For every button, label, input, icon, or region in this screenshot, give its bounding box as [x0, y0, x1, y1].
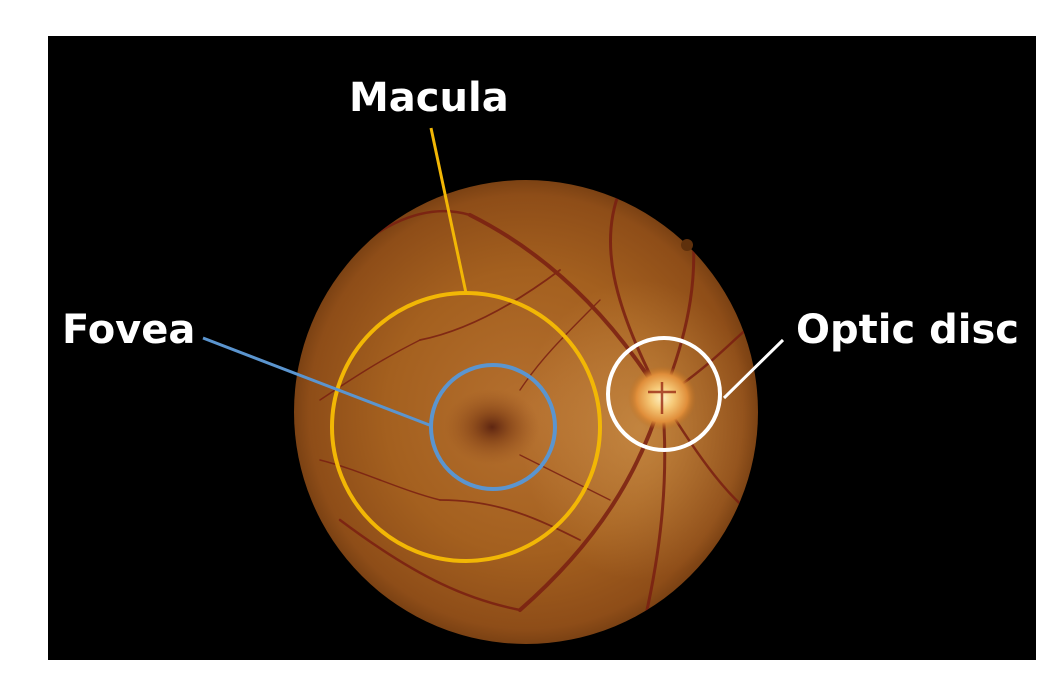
macula-leader-line: [429, 127, 468, 294]
optic-disc-leader-line: [722, 338, 785, 400]
macula-label: Macula: [349, 75, 509, 121]
optic-disc-ring: [606, 336, 722, 452]
optic-disc-label: Optic disc: [796, 307, 1019, 353]
fovea-label: Fovea: [62, 307, 196, 353]
rim-notch: [681, 239, 693, 251]
fovea-leader-line: [202, 336, 433, 428]
